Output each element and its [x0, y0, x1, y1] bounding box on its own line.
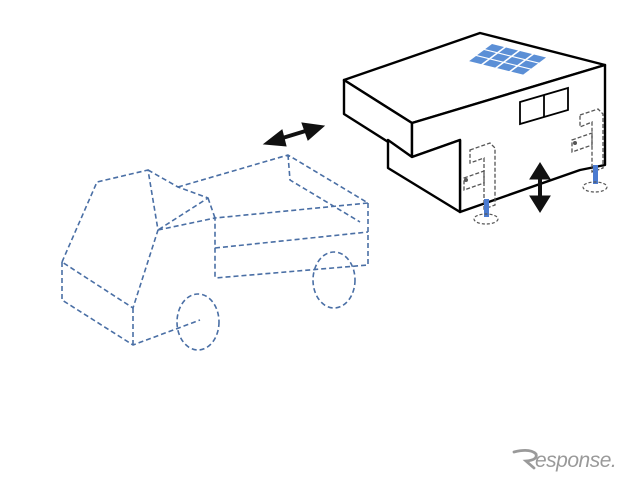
- truck-front-wheel: [176, 293, 220, 351]
- response-logo-swoosh: [512, 449, 538, 470]
- solar-cell: [527, 54, 547, 63]
- truck-outline: [61, 154, 369, 351]
- horizontal-double-arrow: [262, 122, 326, 147]
- jack-legs: [473, 165, 608, 225]
- truck-lower-body: [61, 262, 201, 346]
- solar-cell: [511, 66, 531, 75]
- truck-rear-wheel: [312, 251, 356, 309]
- camper-lower-front: [386, 138, 462, 214]
- solar-cell: [499, 47, 519, 56]
- solar-cell: [497, 63, 517, 72]
- solar-cell: [485, 44, 505, 53]
- truck-cab-side: [61, 169, 159, 309]
- truck-bed: [177, 154, 369, 279]
- front-jack-foot: [473, 213, 499, 225]
- rear-jack-leg: [593, 165, 598, 184]
- rear-jack-foot: [582, 181, 608, 193]
- truck-cab-front: [157, 217, 216, 278]
- solar-cell: [505, 57, 525, 66]
- front-jack: [463, 142, 496, 210]
- solar-cell: [477, 50, 497, 59]
- solar-cell: [519, 60, 539, 69]
- solar-panel: [469, 44, 547, 75]
- truck-bed-floor: [214, 231, 369, 249]
- watermark-text: esponse.: [535, 449, 616, 472]
- solar-cell: [513, 51, 533, 60]
- solar-cell: [483, 59, 503, 68]
- camper-window: [519, 86, 569, 126]
- solar-cell: [491, 53, 511, 62]
- front-jack-leg: [484, 199, 489, 217]
- response-logo: esponse.: [512, 449, 617, 472]
- camper-shell: [342, 31, 607, 214]
- solar-cell: [469, 56, 489, 65]
- vertical-double-arrow: [529, 162, 551, 213]
- truck-cab-roof: [147, 169, 209, 231]
